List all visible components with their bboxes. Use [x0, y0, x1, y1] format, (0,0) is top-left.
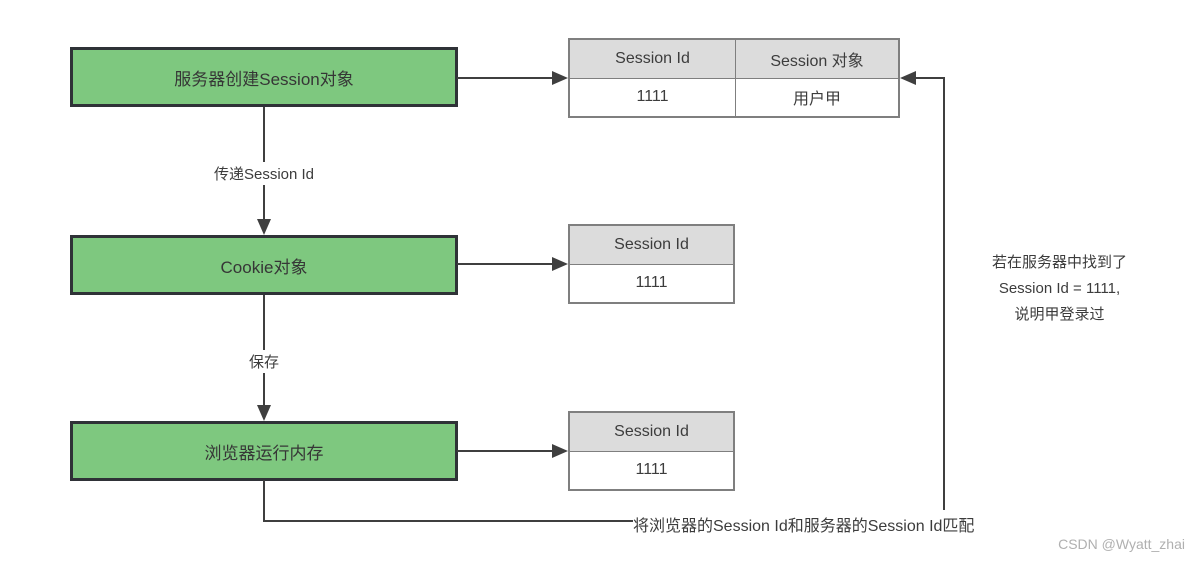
edge-return-horizontal-line — [916, 77, 945, 79]
arrow-down-icon — [257, 219, 271, 235]
note-line: 若在服务器中找到了 — [991, 254, 1127, 271]
arrow-left-icon — [900, 71, 916, 85]
match-description: 将浏览器的Session Id和服务器的Session Id匹配 — [633, 518, 975, 535]
table-cell-session-id: 1111 — [570, 264, 733, 302]
node-server-create-session-label: 服务器创建Session对象 — [174, 69, 354, 89]
edge-cookie-to-table-line — [457, 263, 552, 265]
server-found-note: 若在服务器中找到了 Session Id = 1111, 说明甲登录过 — [952, 250, 1167, 328]
note-line: Session Id = 1111, — [998, 280, 1121, 297]
node-cookie-object: Cookie对象 — [70, 235, 458, 295]
table-cell-session-id: 1111 — [570, 78, 735, 116]
node-browser-memory: 浏览器运行内存 — [70, 421, 458, 481]
server-session-table: Session Id Session 对象 1111 用户甲 — [568, 38, 900, 118]
edge-browser-to-table-line — [457, 450, 552, 452]
cookie-session-table: Session Id 1111 — [568, 224, 735, 304]
table-header-cell: Session Id — [570, 40, 735, 78]
table-header-cell: Session 对象 — [736, 40, 898, 78]
arrow-right-icon — [552, 257, 568, 271]
table-cell-session-object: 用户甲 — [736, 78, 898, 116]
browser-session-table: Session Id 1111 — [568, 411, 735, 491]
csdn-watermark: CSDN @Wyatt_zhai — [1058, 536, 1185, 552]
node-cookie-object-label: Cookie对象 — [220, 257, 308, 277]
edge-match-horizontal-line — [263, 520, 633, 522]
arrow-right-icon — [552, 71, 568, 85]
arrow-right-icon — [552, 444, 568, 458]
arrow-down-icon — [257, 405, 271, 421]
edge-label-save: 保存 — [244, 350, 284, 373]
edge-label-pass-session-id: 传递Session Id — [209, 162, 319, 185]
edge-server-to-table-line — [457, 77, 552, 79]
node-server-create-session: 服务器创建Session对象 — [70, 47, 458, 107]
edge-return-vertical-line — [943, 77, 945, 510]
table-header-cell: Session Id — [570, 226, 733, 264]
note-line: 说明甲登录过 — [1014, 306, 1105, 323]
node-browser-memory-label: 浏览器运行内存 — [204, 443, 324, 463]
table-header-cell: Session Id — [570, 413, 733, 451]
edge-match-down-line — [263, 480, 265, 521]
table-cell-session-id: 1111 — [570, 451, 733, 489]
